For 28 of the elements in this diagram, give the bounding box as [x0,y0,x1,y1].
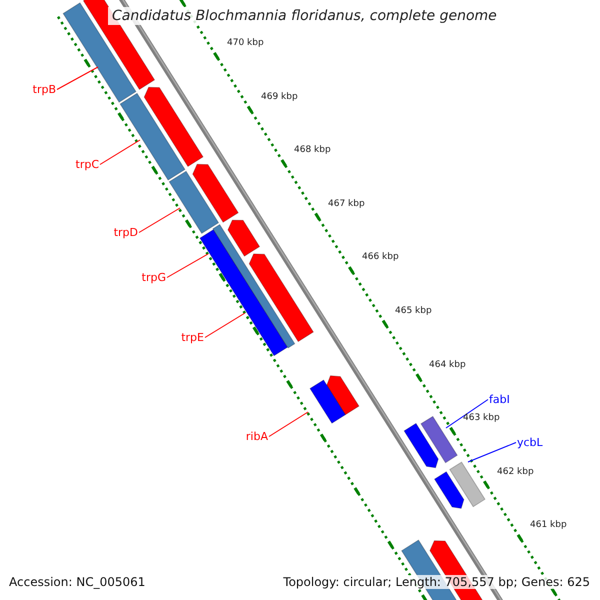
tick-label: 468 kbp [294,145,331,155]
leader-line [204,312,246,338]
tick-label: 469 kbp [261,92,298,102]
tick-label: 466 kbp [362,252,399,262]
tick-label: 464 kbp [429,360,466,370]
leader-line [100,140,140,165]
gene-label: trpE [181,331,204,344]
tick-label: 463 kbp [463,413,500,423]
tick-label: 470 kbp [227,38,264,48]
accession-text: Accession: NC_005061 [9,575,146,589]
gene-label: fabI [489,393,510,406]
gene-label: ycbL [517,436,543,449]
tick-label: 462 kbp [497,467,534,477]
tick-label: 461 kbp [530,520,567,530]
genome-stats-text: Topology: circular; Length: 705,557 bp; Genes: 625 [283,575,590,589]
gene-label: trpB [32,83,56,96]
leader-line [468,442,516,462]
leader-line [446,399,488,428]
leader-line [166,254,208,278]
gene-label: ribA [246,430,268,443]
leader-line [268,412,308,437]
tick-label: 465 kbp [395,306,432,316]
tick-label: 467 kbp [328,199,365,209]
gene-label: trpC [76,158,99,171]
gene-label: trpD [114,226,138,239]
leader-line [138,208,180,233]
gene-label: trpG [142,271,166,284]
leader-line [56,66,98,90]
